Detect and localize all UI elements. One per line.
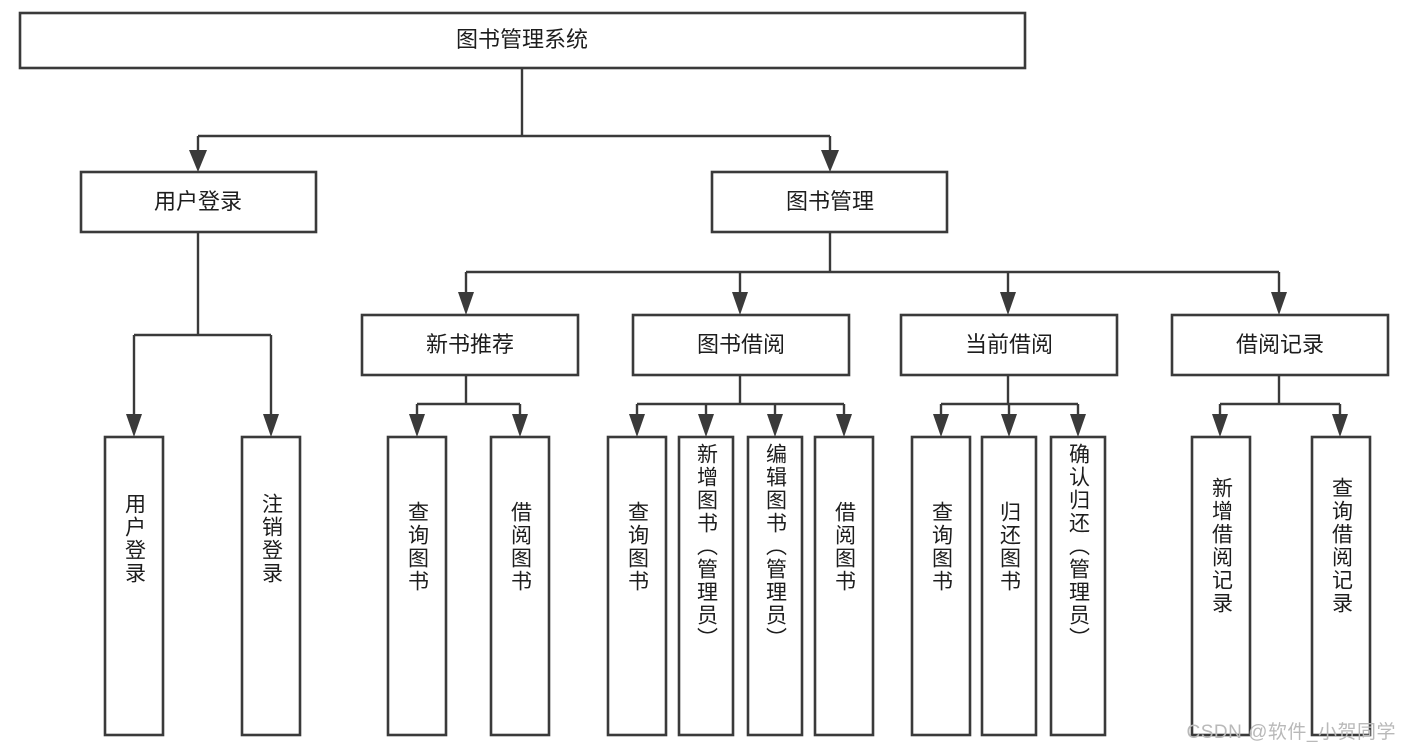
leaf-box-current-query-book[interactable] [910,435,972,737]
leaf-box-user-login[interactable] [103,435,165,737]
node-book-management-box[interactable] [710,170,949,234]
node-borrow-record-label: 借阅记录 [1236,332,1324,357]
arrow-root-to-user [189,150,207,172]
node-user-login-box[interactable] [79,170,318,234]
leaf-box-query-borrow-record[interactable] [1310,435,1372,737]
node-root-label: 图书管理系统 [456,27,588,52]
arrow-current-leaf1 [933,414,949,437]
leaf-box-borrow-query-book[interactable] [606,435,668,737]
arrow-user-leaf2 [263,414,279,437]
arrow-bm-to-current [1000,292,1016,315]
arrow-record-leaf2 [1332,414,1348,437]
arrow-record-leaf1 [1212,414,1228,437]
node-layer: 图书管理系统 用户登录 图书管理 新书推荐 图书借阅 当前借阅 借阅记录 [18,11,1390,737]
arrow-bm-to-record [1271,292,1287,315]
leaf-box-new-query-book[interactable] [386,435,448,737]
arrow-current-leaf3 [1070,414,1086,437]
node-book-management-label: 图书管理 [786,189,874,214]
arrow-root-to-bookmgmt [821,150,839,172]
leaf-box-new-borrow-book[interactable] [489,435,551,737]
arrow-user-leaf1 [126,414,142,437]
leaf-box-return-book[interactable] [980,435,1038,737]
node-new-book-box[interactable] [360,313,580,377]
leaf-box-add-book-admin[interactable] [677,435,735,737]
leaf-box-add-borrow-record[interactable] [1190,435,1252,737]
arrow-bm-to-new [458,292,474,315]
node-user-login-label: 用户登录 [154,189,242,214]
arrow-borrow-leaf4 [836,414,852,437]
node-borrow-record-box[interactable] [1170,313,1390,377]
leaf-box-borrow-book[interactable] [813,435,875,737]
connector-layer [126,68,1348,437]
node-book-borrow-label: 图书借阅 [697,332,785,357]
leaf-box-confirm-return-admin[interactable] [1049,435,1107,737]
csdn-watermark: CSDN @软件_小贺同学 [1186,722,1396,743]
leaf-box-logout[interactable] [240,435,302,737]
arrow-bm-to-borrow [732,292,748,315]
arrow-current-leaf2 [1001,414,1017,437]
arrow-borrow-leaf3 [767,414,783,437]
node-new-book-label: 新书推荐 [426,332,514,357]
arrow-new-leaf2 [512,414,528,437]
leaf-box-edit-book-admin[interactable] [746,435,804,737]
arrow-new-leaf1 [409,414,425,437]
node-current-borrow-label: 当前借阅 [965,332,1053,357]
node-book-borrow-box[interactable] [631,313,851,377]
node-current-borrow-box[interactable] [899,313,1119,377]
arrow-borrow-leaf2 [698,414,714,437]
arrow-borrow-leaf1 [629,414,645,437]
node-root-box[interactable] [18,11,1027,70]
